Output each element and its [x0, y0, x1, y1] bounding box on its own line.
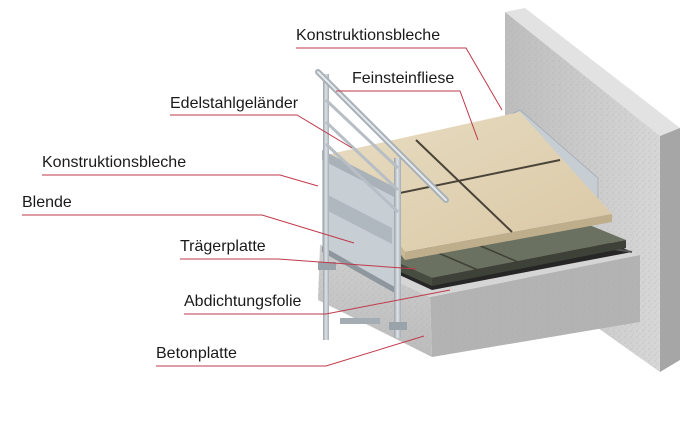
label-feinsteinfliese: Feinsteinfliese [352, 70, 455, 87]
label-betonplatte: Betonplatte [156, 345, 237, 362]
label-konstruktionsbleche-top: Konstruktionsbleche [296, 27, 441, 44]
leader-feinsteinfliese [336, 90, 479, 141]
leader-konstruktionsbleche-left [42, 174, 319, 187]
leader-traegerplatte [180, 258, 417, 270]
leader-edelstahlgelaender [170, 114, 353, 149]
label-traegerplatte: Trägerplatte [180, 238, 266, 255]
leader-betonplatte [156, 335, 425, 367]
leader-abdichtungsfolie [184, 289, 451, 315]
leader-lines [22, 47, 503, 367]
label-konstruktionsbleche-left: Konstruktionsbleche [42, 154, 187, 171]
label-blende: Blende [22, 194, 72, 211]
leader-konstruktionsbleche-top [296, 47, 503, 111]
stainless-railing [315, 69, 449, 340]
label-abdichtungsfolie: Abdichtungsfolie [184, 293, 302, 310]
label-edelstahlgelaender: Edelstahlgeländer [170, 95, 299, 112]
leader-blende [22, 214, 355, 244]
